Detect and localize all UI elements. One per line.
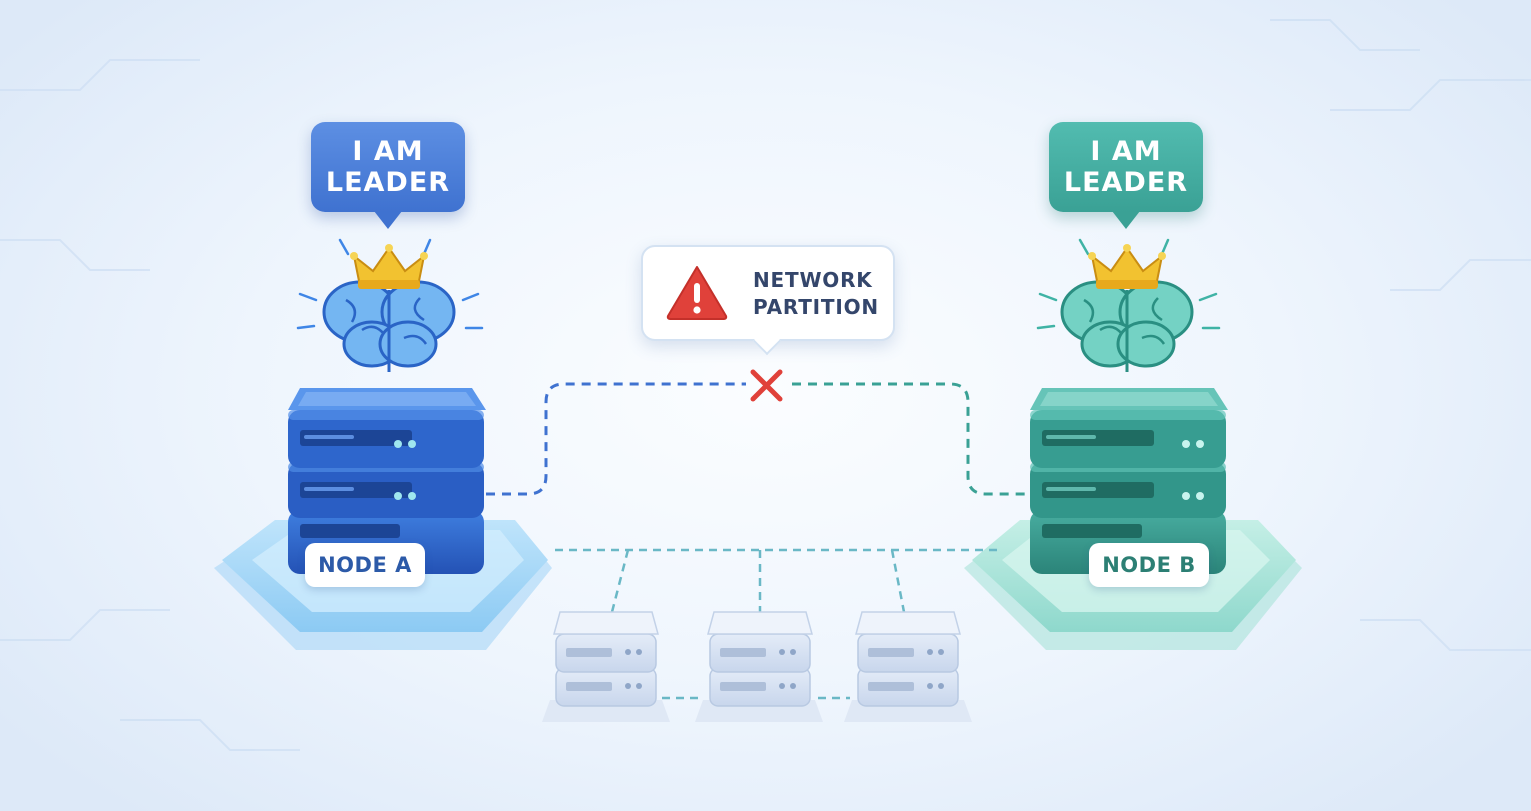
bubble-text-line2: LEADER <box>1063 167 1189 198</box>
partition-link <box>486 382 1030 496</box>
partition-label: NETWORK PARTITION <box>753 267 879 321</box>
server-unit <box>288 410 484 468</box>
node-b-label: NODE B <box>1089 543 1209 587</box>
warning-icon <box>666 266 728 320</box>
crown-icon <box>1088 244 1166 289</box>
server-unit <box>1030 410 1226 468</box>
brain-icon <box>1060 280 1194 372</box>
server-rack-icon <box>1030 388 1228 574</box>
speech-bubble-node-b: I AM LEADER <box>1049 122 1203 229</box>
cross-icon <box>750 369 783 402</box>
crown-icon <box>350 244 428 289</box>
bubble-text-line2: LEADER <box>325 167 451 198</box>
partition-label-line1: NETWORK <box>753 268 873 292</box>
follower-server-3 <box>844 611 972 722</box>
light-rays <box>296 238 484 330</box>
server-unit <box>288 462 484 518</box>
bubble-text-line1: I AM <box>1090 136 1162 167</box>
follower-links <box>555 548 1000 700</box>
speech-bubble-node-a: I AM LEADER <box>311 122 465 229</box>
follower-server-2 <box>695 611 823 722</box>
node-a-label: NODE A <box>305 543 425 587</box>
bubble-text-line1: I AM <box>352 136 424 167</box>
follower-server-1 <box>542 611 670 722</box>
brain-icon <box>322 280 456 372</box>
server-unit <box>1030 462 1226 518</box>
background-traces <box>0 19 1531 751</box>
light-rays <box>1036 238 1221 330</box>
network-partition-callout: NETWORK PARTITION <box>641 245 895 341</box>
partition-label-line2: PARTITION <box>753 295 879 319</box>
